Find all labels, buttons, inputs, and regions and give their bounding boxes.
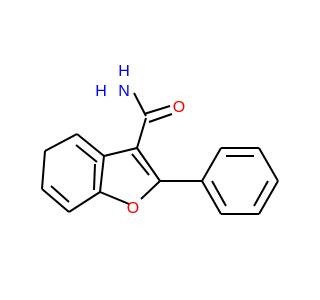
bond-c2-c3	[136, 147, 161, 182]
bond-c5-c6	[41, 150, 46, 190]
bond-n-carbonyl-c	[133, 92, 147, 117]
bond-c4-c5	[44, 133, 78, 152]
bond-c3a-c7a	[99, 155, 105, 193]
atom-labels: N H H O O	[95, 63, 185, 217]
bond-ring-o-c2	[140, 180, 161, 200]
bond-benzo-inner-3	[93, 163, 96, 191]
amide-hydrogen-left-label: H	[95, 83, 107, 100]
bond-phenyl-inner-3	[211, 180, 227, 207]
bond-phenyl-6	[201, 180, 222, 215]
bond-carbonyl-c-o-1	[143, 105, 171, 115]
bond-c6-c7	[41, 188, 70, 213]
bonds	[41, 92, 279, 215]
molecule-structure: N H H O O	[41, 63, 279, 217]
ring-oxygen-label: O	[127, 200, 139, 217]
bond-benzo-inner-2	[50, 185, 70, 203]
bond-c2-c3-inner	[131, 153, 150, 176]
bond-c7-c7a	[68, 191, 101, 213]
carbonyl-oxygen-label: O	[173, 99, 185, 116]
bond-phenyl-1	[201, 147, 222, 182]
bond-c7a-ring-o	[99, 191, 130, 205]
bond-carbonyl-c-o-2	[148, 113, 173, 123]
bond-phenyl-3	[258, 147, 279, 182]
bond-carbonyl-c-c3	[136, 117, 147, 149]
amide-hydrogen-upper-label: H	[118, 63, 130, 80]
bond-phenyl-inner-2	[253, 180, 269, 207]
molecule-canvas: N H H O O	[41, 63, 279, 218]
amide-nitrogen-label: N	[118, 83, 130, 100]
bond-benzo-inner-1	[75, 144, 98, 163]
bond-c3a-c4	[76, 133, 105, 157]
bond-phenyl-4	[258, 180, 279, 215]
bond-c3-c3a	[103, 147, 138, 157]
